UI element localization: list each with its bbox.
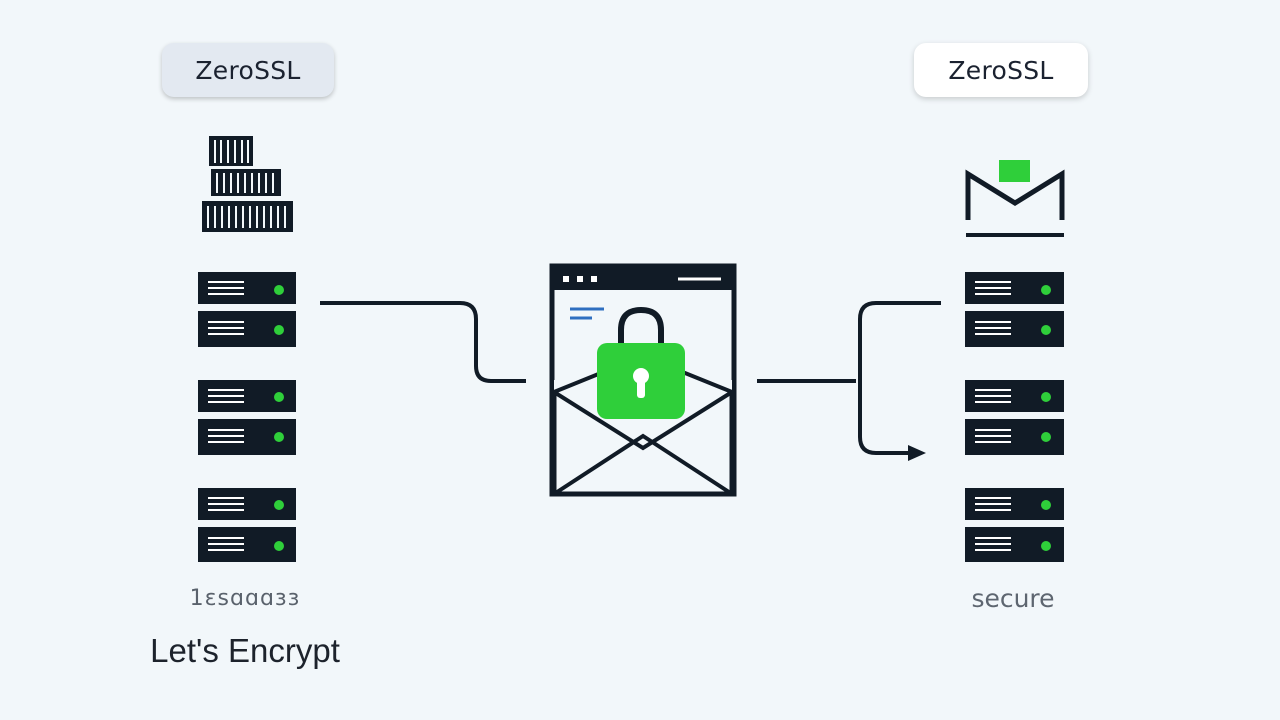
right-connector (757, 301, 941, 461)
mail-icon (965, 160, 1065, 237)
right-server-1 (965, 272, 1064, 347)
left-zerossl-label: ZeroSSL (195, 55, 301, 85)
right-zerossl-badge: ZeroSSL (914, 43, 1088, 97)
right-server-3 (965, 488, 1064, 562)
left-caption-lets-encrypt: Let's Encrypt (150, 632, 340, 669)
building-icon (202, 136, 293, 232)
right-zerossl-label: ZeroSSL (948, 55, 1054, 85)
right-caption-secure: secure (971, 584, 1055, 613)
right-server-2 (965, 380, 1064, 455)
left-caption-small: 1ɛsɑɑɑɜɜ (189, 586, 301, 611)
left-connector (320, 301, 526, 383)
left-zerossl-badge: ZeroSSL (162, 43, 334, 97)
left-server-2 (198, 380, 296, 455)
left-server-3 (198, 488, 296, 562)
left-server-1 (198, 272, 296, 347)
secure-email-lock-icon (549, 263, 737, 497)
